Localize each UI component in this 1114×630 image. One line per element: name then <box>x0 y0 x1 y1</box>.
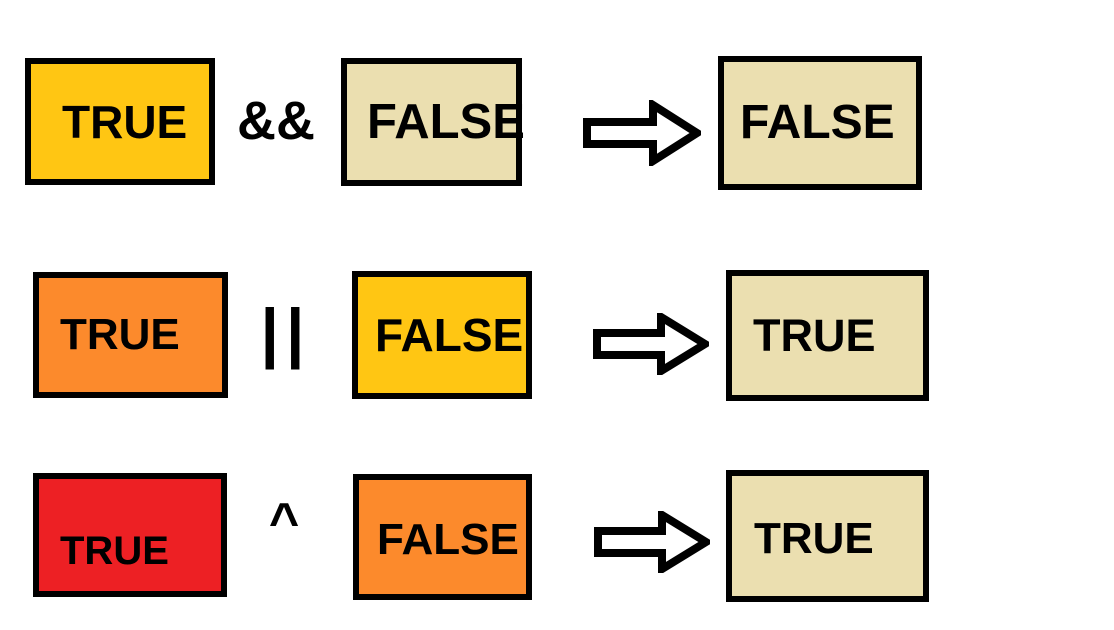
row-2-right-operand-label: FALSE <box>375 309 524 361</box>
row-1-result-label: FALSE <box>740 96 895 149</box>
row-3-left-operand-box: TRUE <box>33 473 227 597</box>
row-2-left-operand-label: TRUE <box>60 310 180 359</box>
row-1-right-operand-label: FALSE <box>367 94 525 149</box>
row-1-right-block-arrow-icon <box>583 100 701 166</box>
row-3-right-block-arrow-icon <box>594 511 710 573</box>
row-3-result-label: TRUE <box>754 514 874 563</box>
row-3-result-box: TRUE <box>726 470 929 602</box>
row-1-left-operand-label: TRUE <box>62 95 188 148</box>
row-2-result-label: TRUE <box>753 310 876 361</box>
row-3-operator-xor: ^ <box>268 493 300 551</box>
row-1-result-box: FALSE <box>718 56 922 190</box>
row-2-operator-or: || <box>260 295 312 369</box>
row-3-right-operand-label: FALSE <box>377 515 519 564</box>
row-2-right-operand-box: FALSE <box>352 271 532 399</box>
row-1-operator-and: && <box>237 91 315 151</box>
row-1-left-operand-box: TRUE <box>25 58 215 185</box>
row-1-right-operand-box: FALSE <box>341 58 525 186</box>
row-3-left-operand-label: TRUE <box>60 529 169 573</box>
row-2-result-box: TRUE <box>726 270 929 401</box>
row-3-right-operand-box: FALSE <box>353 474 532 600</box>
row-2-right-block-arrow-icon <box>593 313 709 375</box>
row-2-left-operand-box: TRUE <box>33 272 228 398</box>
